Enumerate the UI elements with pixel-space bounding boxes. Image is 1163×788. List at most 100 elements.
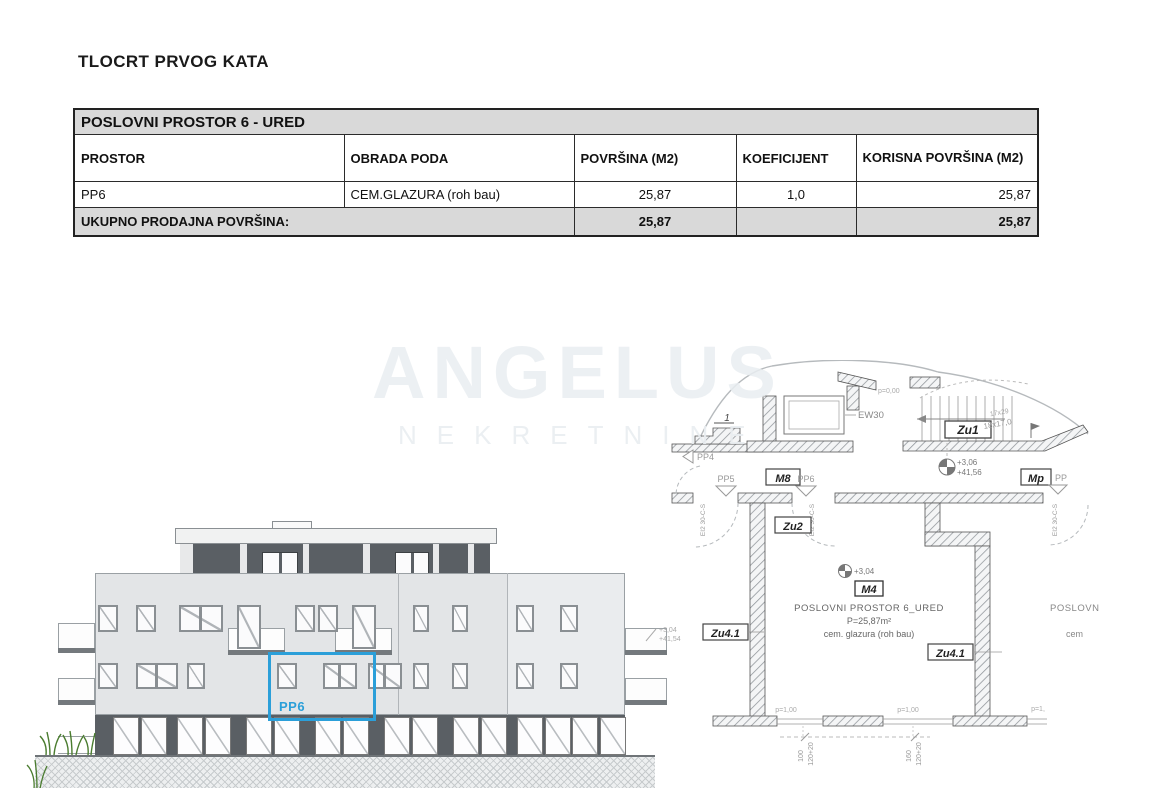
arrowhead-icon [917,415,926,423]
door-swing-arc [675,465,1089,548]
label-box [774,516,812,534]
table-title: POSLOVNI PROSTOR 6 - URED [73,108,1039,135]
label-fire-rating: EI2 30-C-S [1052,503,1059,536]
table-title-row: POSLOVNI PROSTOR 6 - URED [73,108,1039,135]
door-marker-icon [1047,484,1069,495]
watermark-brand: ANGELUS [372,331,783,414]
facade-joint [507,573,508,715]
window-glass-line [777,718,1047,725]
floor-plan: 1 EW30 p=0,00 Zu1 17x29 18x17,0 +3,06 [645,360,1099,766]
roof-slab-cut [837,371,877,391]
wall [924,531,991,547]
window [98,605,118,632]
attic-pilaster [433,544,439,573]
window [413,605,429,632]
label-parapet-one-clipped: p=1, [1031,706,1045,713]
label-pp4: PP4 [697,452,714,462]
facade-joint [398,573,399,715]
label-room-level: +3,04 [854,567,875,576]
label-zu2: Zu2 [782,521,803,533]
label-room-finish: cem. glazura (roh bau) [824,629,915,639]
label-fire-rating: EI2 30-C-S [700,503,707,536]
window [98,663,118,689]
col-header-obrada-poda: OBRADA PODA [343,134,575,182]
door-marker-icon [714,485,738,497]
window [323,663,357,689]
label-room-name: POSLOVNI PROSTOR 6_URED [794,603,944,614]
label-pp5: PP5 [717,474,734,484]
table-row: PP6 CEM.GLAZURA (roh bau) 25,87 1,0 25,8… [73,181,1039,208]
label-level-left-rel: +3,04 [659,627,677,634]
wall [671,492,694,504]
entrance-door [246,717,272,755]
ground-floor [95,715,626,755]
watermark-subtitle: NEKRETNINE [398,420,766,450]
balcony-door [352,605,376,649]
col-header-povrsina: POVRŠINA (M2) [573,134,737,182]
entrance-door [545,717,571,755]
balcony [625,628,667,655]
entrance-door [177,717,203,755]
label-adjacent-room: POSLOVN [1050,603,1099,614]
cell-povrsina: 25,87 [573,181,737,208]
dimension-tick [800,732,810,742]
facade-right-wing [507,574,624,714]
label-pp6: PP6 [797,474,814,484]
table-header-row: PROSTOR OBRADA PODA POVRŠINA (M2) KOEFIC… [73,134,1039,182]
attic-window [395,552,429,575]
wall [737,492,793,504]
label-box [1020,468,1052,486]
window-sill [822,715,884,727]
col-header-koeficijent: KOEFICIJENT [735,134,857,182]
label-fire-rating: EI2 30-C-S [809,503,816,536]
label-m4: M4 [861,584,876,596]
window [295,605,315,632]
label-box [944,420,992,439]
unit-highlight-label: PP6 [279,699,306,714]
roof-vent [272,521,312,529]
label-parapet-one: p=1,00 [897,707,919,714]
stair-landing-wall [902,424,1089,452]
window [318,605,338,632]
area-table: POSLOVNI PROSTOR 6 - URED PROSTOR OBRADA… [73,108,1040,237]
stair-dashed-line [919,379,1029,399]
table-total-row: UKUPNO PRODAJNA POVRŠINA: 25,87 25,87 [73,207,1039,237]
entrance-door [141,717,167,755]
cell-koeficijent: 1,0 [735,181,857,208]
attic-pilaster [180,544,193,573]
wall [749,502,766,718]
entrance-door [343,717,369,755]
label-zu41: Zu4.1 [935,648,965,660]
terrain-hatch [35,755,655,788]
wall [974,545,991,718]
dimension-tick [910,732,920,742]
total-korisna-povrsina: 25,87 [855,207,1039,237]
wall [834,492,1044,504]
entrance-door [205,717,231,755]
window [179,605,223,632]
label-level-stair-rel: +3,06 [957,458,978,467]
cell-prostor: PP6 [73,181,345,208]
window [136,605,156,632]
label-grid-mark: 1 [724,413,730,424]
balcony [58,623,95,653]
entrance-door [274,717,300,755]
roof-slab [175,528,497,544]
roof-slab-cut [909,376,941,389]
label-dim-120-20: 120+20 [808,742,815,766]
window-sill [952,715,1028,727]
window [516,605,534,632]
wall [846,385,860,411]
window [187,663,205,689]
label-room-area: P=25,87m² [847,616,891,626]
entrance-door [412,717,438,755]
label-m8: M8 [775,473,791,485]
attic-floor [180,544,490,575]
cell-obrada-poda: CEM.GLAZURA (roh bau) [343,181,575,208]
label-parapet-zero: p=0,00 [878,388,900,395]
window [560,605,578,632]
attic-pilaster [240,544,247,573]
col-header-prostor: PROSTOR [73,134,345,182]
page-title: TLOCRT PRVOG KATA [78,52,269,71]
label-box [854,580,884,597]
